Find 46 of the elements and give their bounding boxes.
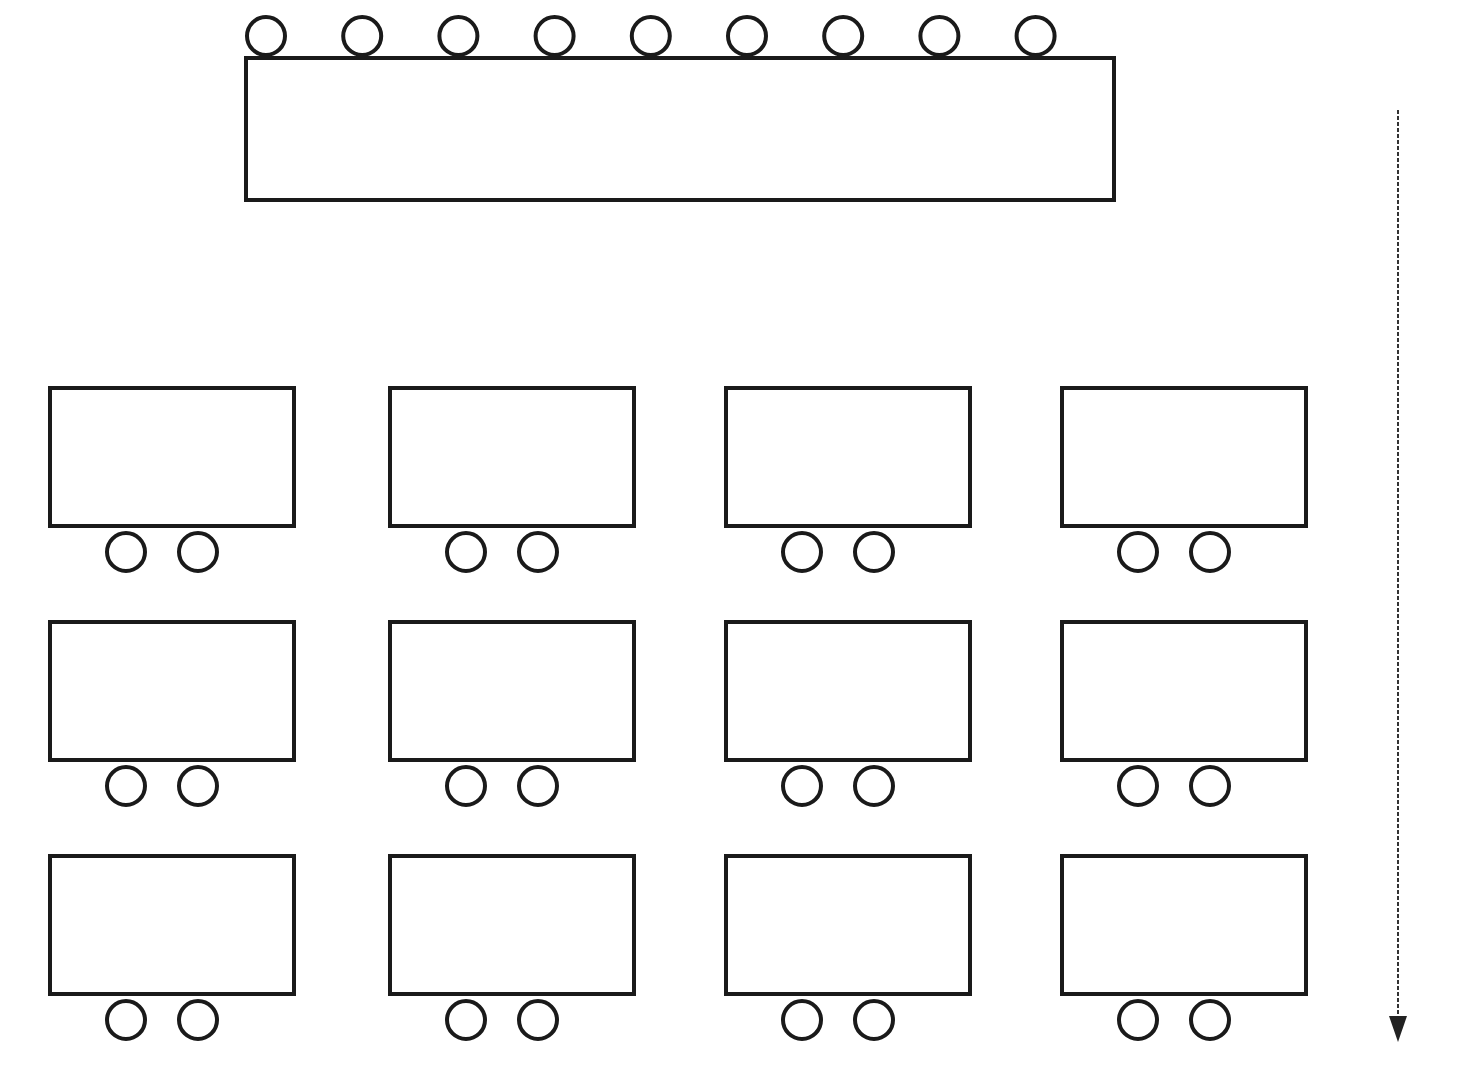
table [388, 620, 636, 762]
chair [629, 15, 672, 57]
chair [177, 765, 219, 807]
chair [533, 15, 576, 57]
chair [1117, 765, 1159, 807]
chair [177, 999, 219, 1041]
chair [1189, 765, 1231, 807]
chair [445, 999, 487, 1041]
table [48, 386, 296, 528]
chair [445, 765, 487, 807]
chair [1117, 531, 1159, 573]
table [1060, 386, 1308, 528]
table [1060, 854, 1308, 996]
chair [445, 531, 487, 573]
chair [517, 765, 559, 807]
chair [1189, 531, 1231, 573]
chair [781, 531, 823, 573]
chair [177, 531, 219, 573]
chair [517, 999, 559, 1041]
chair [1189, 999, 1231, 1041]
chair [105, 999, 147, 1041]
chair [105, 531, 147, 573]
chair [822, 15, 865, 57]
table [48, 854, 296, 996]
chair [1014, 15, 1057, 57]
chair [853, 531, 895, 573]
chair [918, 15, 961, 57]
table [1060, 620, 1308, 762]
table [388, 854, 636, 996]
chair [245, 15, 287, 57]
chair [341, 15, 384, 57]
table [48, 620, 296, 762]
table [724, 854, 972, 996]
chair [781, 765, 823, 807]
chair [853, 999, 895, 1041]
chair [726, 15, 768, 57]
chair [781, 999, 823, 1041]
chair [105, 765, 147, 807]
table [724, 620, 972, 762]
table [388, 386, 636, 528]
chair [853, 765, 895, 807]
chair [1117, 999, 1159, 1041]
chair [517, 531, 559, 573]
head-table [244, 56, 1116, 202]
table [724, 386, 972, 528]
chair [437, 15, 480, 57]
